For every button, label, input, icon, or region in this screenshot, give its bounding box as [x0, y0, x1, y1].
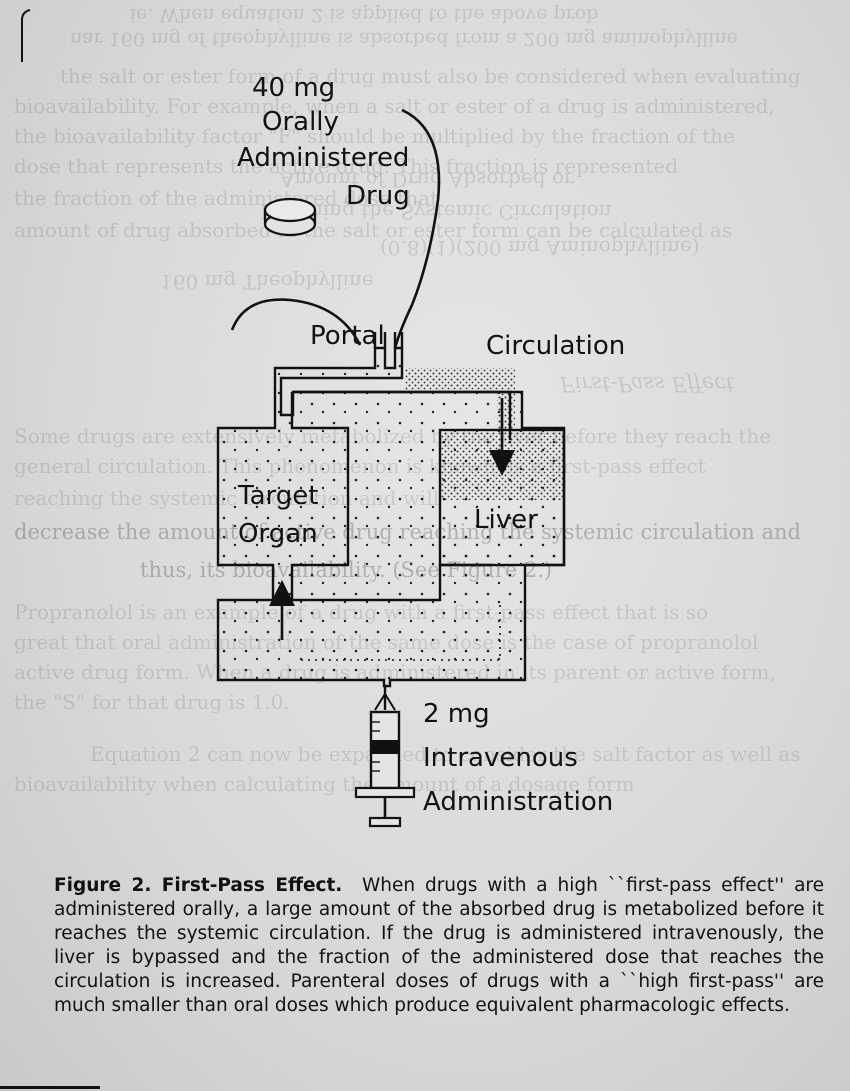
circulation-label: Circulation [486, 331, 626, 361]
target-organ-label-1: Target [238, 481, 319, 511]
iv-dose-label: 2 mg [423, 699, 490, 729]
oral-route-label-2: Administered [237, 143, 410, 173]
liver-label: Liver [474, 505, 538, 535]
page-edge-mark [0, 1086, 100, 1089]
figure-caption: Figure 2. First-Pass Effect. When drugs … [54, 874, 824, 1018]
gi-tract-curve [393, 108, 441, 349]
liver-light-region [440, 500, 564, 565]
iv-route-label-1: Intravenous [423, 743, 578, 773]
iv-route-label-2: Administration [423, 787, 614, 817]
oral-dose-label: 40 mg [252, 73, 336, 103]
oral-route-label-1: Orally [262, 107, 339, 137]
target-organ-label-2: Organ [238, 519, 318, 549]
portal-pipe [373, 332, 404, 348]
caption-text: When drugs with a high ``first-pass effe… [54, 875, 824, 1016]
tablet-icon [263, 197, 317, 237]
gi-tract-curve [230, 298, 362, 346]
portal-label: Portal [310, 321, 385, 351]
liver-dense-region [405, 368, 564, 500]
caption-title: Figure 2. First-Pass Effect. [54, 875, 343, 896]
oral-route-label-3: Drug [346, 181, 410, 211]
vessel-wall [290, 392, 492, 602]
corner-mark [21, 9, 31, 62]
syringe-icon [354, 686, 416, 828]
